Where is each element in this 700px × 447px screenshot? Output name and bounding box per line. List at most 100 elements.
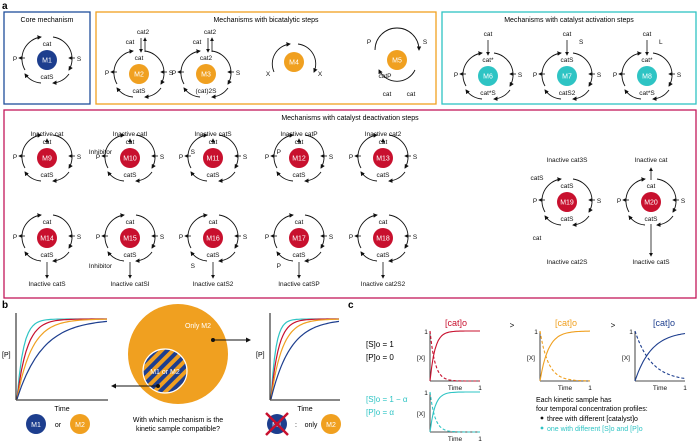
cycle-right-species: S <box>329 154 334 161</box>
only-label: only <box>305 422 318 429</box>
cycle-top-species: catS <box>560 57 574 64</box>
mechanism-label-m4: M4 <box>289 60 299 67</box>
cycle-arc <box>465 89 483 100</box>
mechanism-node-m2 <box>129 64 149 84</box>
mechanism-node-m17 <box>289 228 309 248</box>
cycle-left-species: P <box>179 234 183 241</box>
box-deactivation-title: Mechanisms with catalyst deactivation st… <box>281 115 419 122</box>
cycle-arc <box>21 213 42 249</box>
m4-right-x: X <box>318 71 323 78</box>
cycle-top-species: catS <box>560 183 574 190</box>
cycle-bottom-species: catS <box>376 172 390 179</box>
mechanism-label-m17: M17 <box>292 236 306 243</box>
note-line-3: three with different [catalyst]o <box>547 416 638 423</box>
plot-ymax: 1 <box>534 329 538 336</box>
product-curve <box>429 330 480 382</box>
initial-2-p: [P]o = α <box>366 408 394 417</box>
cycle-arc <box>211 87 229 99</box>
plot-yaxis-label: [X] <box>622 355 630 362</box>
cycle-right-species: S <box>77 154 82 161</box>
cycle-arc <box>276 251 294 262</box>
cycle-bottom-species: catS <box>292 172 306 179</box>
cycle-left-species: P <box>617 198 621 205</box>
deactivation-reagent: catS <box>530 175 544 182</box>
box-activation <box>441 11 697 105</box>
panel-label-c: c <box>348 300 354 311</box>
cat-label-1: [cat]o <box>445 318 467 328</box>
substrate-curve <box>429 330 480 382</box>
only-m2-circle <box>321 414 341 434</box>
plot-xaxis-label: Time <box>448 385 463 392</box>
cycle-right-species: S <box>597 72 602 79</box>
cycle-top-species: cat* <box>641 57 653 64</box>
inactive-species: Inactive cat2S2 <box>361 281 406 288</box>
cycle-arc <box>624 89 642 100</box>
mechanism-label-m8: M8 <box>642 74 652 81</box>
panel-b-left-yaxis: [P] <box>2 352 11 359</box>
cycle-bottom-species: catS <box>132 88 146 95</box>
cycle-left-species: P <box>265 154 269 161</box>
cycle-arc <box>116 87 134 98</box>
mechanism-node-m3 <box>196 64 216 84</box>
cycle-arc <box>360 251 378 262</box>
cycle-right-species: S <box>681 198 686 205</box>
cycle-arc <box>493 52 514 87</box>
m1-or-m2-region <box>142 348 188 394</box>
cycle-arc <box>107 171 125 182</box>
cycle-extra-cat: cat <box>126 39 135 46</box>
cycle-arc <box>652 89 670 101</box>
only-m2-circle-label: M2 <box>326 422 336 429</box>
mechanism-label-m16: M16 <box>206 236 220 243</box>
cycle-arc <box>104 213 125 249</box>
cycle-top-species: cat <box>295 219 304 226</box>
cycle-arc <box>273 133 294 169</box>
m5-cat-2: cat <box>407 91 416 98</box>
cycle-right-species: S <box>677 72 682 79</box>
cycle-arc <box>180 49 201 85</box>
mechanism-node-m12 <box>289 148 309 168</box>
cycle-bottom-species: catS <box>40 74 54 81</box>
cycle-left-species: P <box>533 72 537 79</box>
mechanism-label-m19: M19 <box>560 200 574 207</box>
cycle-arc <box>572 89 590 101</box>
plot-xmax: 1 <box>588 385 592 392</box>
cycle-arc <box>572 178 593 213</box>
gt-2: > <box>611 321 616 330</box>
note-line-2: four temporal concentration profiles: <box>536 406 648 413</box>
mechanism-node-m7 <box>557 66 577 86</box>
cycle-arc <box>388 251 406 263</box>
cycle-arc <box>135 251 153 263</box>
inactive-species: Inactive catSP <box>278 281 320 288</box>
mechanism-node-m4 <box>284 52 304 72</box>
deactivation-reagent: S <box>191 263 196 270</box>
cycle-left-species: P <box>349 154 353 161</box>
inactive-species-top: Inactive cat3S <box>547 157 588 164</box>
mechanism-node-m8 <box>637 66 657 86</box>
question-line-2: kinetic sample compatible? <box>136 426 220 433</box>
cat-label-2: [cat]o <box>555 318 577 328</box>
legend-m2-circle <box>70 414 90 434</box>
mechanism-node-m14 <box>37 228 57 248</box>
legend-m1-label: M1 <box>31 422 41 429</box>
cycle-right-species: S <box>160 234 165 241</box>
cycle-top-species: cat <box>379 219 388 226</box>
m4-left-x: X <box>266 71 271 78</box>
cycle-right-species: S <box>597 198 602 205</box>
cycle-bottom-species: catS <box>40 172 54 179</box>
cycle-arc <box>135 214 156 249</box>
mechanism-node-m11 <box>203 148 223 168</box>
plot-xaxis-label: Time <box>558 385 573 392</box>
kinetic-curve <box>16 318 107 400</box>
plot-yaxis-label: [X] <box>527 355 535 362</box>
inactive-species: Inactive catS <box>28 281 66 288</box>
mechanism-node-m9 <box>37 148 57 168</box>
cycle-bottom-species: cat*S <box>480 90 496 97</box>
